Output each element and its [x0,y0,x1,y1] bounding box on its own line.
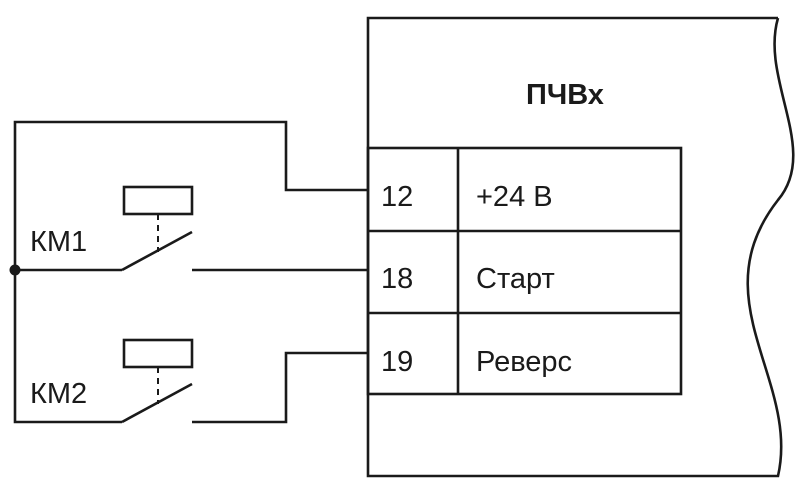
terminal-number-18: 18 [381,263,413,295]
device-title: ПЧВх [526,79,604,111]
terminal-label-24v: +24 В [476,181,553,213]
terminal-label-start: Старт [476,263,555,295]
wire-reverse-to-terminal [192,351,368,424]
contactor-km2: КМ2 [30,338,194,424]
contactor-km1: КМ1 [30,185,194,272]
junction-dot [9,264,21,276]
terminal-number-12: 12 [381,181,413,213]
terminal-block: 12 +24 В 18 Старт 19 Реверс [366,146,683,396]
wire-24v [13,120,368,270]
terminal-label-reverse: Реверс [476,346,572,378]
km2-label: КМ2 [30,378,87,410]
km2-contact [121,382,193,424]
km2-coil [122,338,194,369]
km1-contact [121,230,193,272]
terminal-number-19: 19 [381,346,413,378]
km1-coil [122,185,194,216]
km1-label: КМ1 [30,226,87,258]
device-enclosure [366,16,795,478]
wire-reverse-common [13,270,122,424]
